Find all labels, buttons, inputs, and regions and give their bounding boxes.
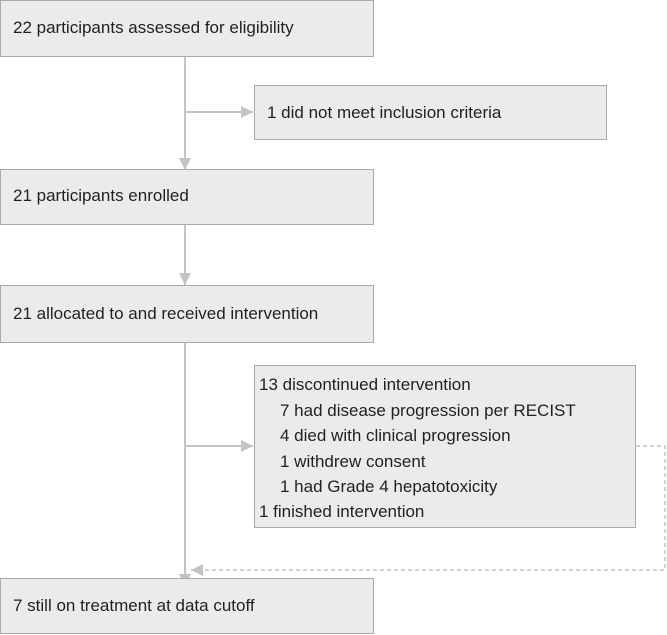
finished-line: 1 finished intervention xyxy=(259,502,425,521)
reason-line: 7 had disease progression per RECIST xyxy=(280,401,576,420)
dashed-return-path xyxy=(191,445,666,576)
reason-line: 4 died with clinical progression xyxy=(280,426,511,445)
still-on-treatment-text: 7 still on treatment at data cutoff xyxy=(13,596,255,615)
excluded-box: 1 did not meet inclusion criteria xyxy=(254,85,607,140)
still-on-treatment-box: 7 still on treatment at data cutoff xyxy=(0,578,374,634)
allocated-text: 21 allocated to and received interventio… xyxy=(13,304,319,323)
reason-line: 1 had Grade 4 hepatotoxicity xyxy=(280,477,498,496)
assessed-text: 22 participants assessed for eligibility xyxy=(13,18,294,37)
assessed-box: 22 participants assessed for eligibility xyxy=(0,0,374,57)
enrolled-box: 21 participants enrolled xyxy=(0,169,374,225)
discontinued-box: 13 discontinued intervention 7 had disea… xyxy=(254,365,636,528)
discontinued-heading: 13 discontinued intervention xyxy=(259,375,471,394)
reason-line: 1 withdrew consent xyxy=(280,452,426,471)
excluded-text: 1 did not meet inclusion criteria xyxy=(267,103,502,122)
enrolled-text: 21 participants enrolled xyxy=(13,186,189,205)
allocated-box: 21 allocated to and received interventio… xyxy=(0,285,374,343)
